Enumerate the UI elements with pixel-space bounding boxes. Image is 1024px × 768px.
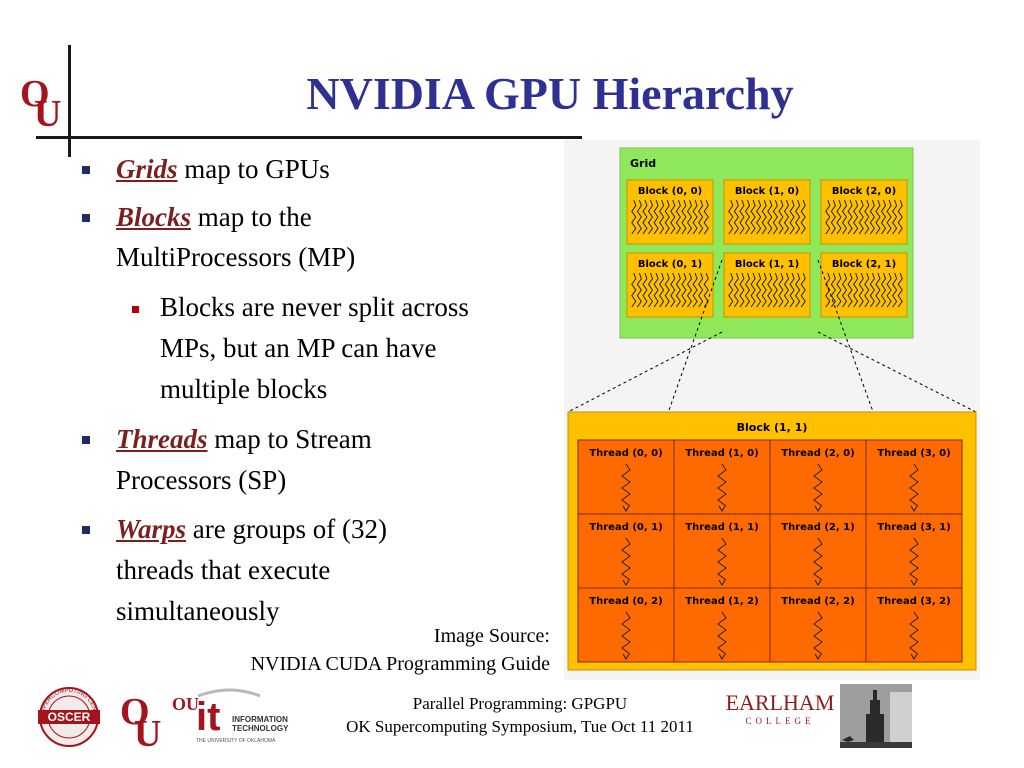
bullet-text: map to GPUs	[177, 154, 330, 184]
thread-label: Thread (3, 0)	[877, 448, 950, 459]
term-threads: Threads	[116, 424, 208, 454]
block-cell: Block (1, 0)	[723, 179, 811, 245]
svg-text:U: U	[134, 713, 161, 748]
skyline-image	[840, 684, 912, 748]
thread-cell: Thread (0, 2)	[577, 587, 675, 663]
block-cell: Block (2, 0)	[820, 179, 908, 245]
bullet-text: simultaneously	[116, 596, 280, 626]
footer-line-2: OK Supercomputing Symposium, Tue Oct 11 …	[346, 717, 694, 736]
slide-title: NVIDIA GPU Hierarchy	[306, 68, 794, 119]
bullet-blocks: Blocks map to the	[116, 198, 312, 237]
term-grids: Grids	[116, 154, 178, 184]
sub-bullet-text: MPs, but an MP can have	[160, 333, 437, 363]
footer: Parallel Programming: GPGPU OK Supercomp…	[300, 692, 740, 738]
block-label: Block (0, 1)	[638, 259, 702, 270]
thread-cell: Thread (1, 1)	[673, 513, 771, 589]
frame-horizontal-line	[36, 136, 582, 139]
earlham-text: EARLHAM	[726, 690, 835, 715]
block-label: Block (0, 0)	[638, 186, 702, 197]
thread-label: Thread (3, 1)	[877, 522, 950, 533]
source-label: Image Source:	[433, 625, 550, 647]
thread-label: Thread (1, 2)	[685, 596, 758, 607]
term-blocks: Blocks	[116, 202, 192, 232]
block-cell: Block (1, 1)	[723, 252, 811, 318]
thread-cell: Thread (2, 0)	[769, 439, 867, 515]
bullet-marker	[82, 436, 90, 444]
sub-bullet-text: Blocks are never split across	[160, 292, 469, 322]
thread-label: Thread (0, 0)	[589, 448, 662, 459]
thread-cell: Thread (3, 2)	[865, 587, 963, 663]
block-label: Block (1, 0)	[735, 186, 799, 197]
sub-bullet-marker	[132, 306, 139, 313]
sub-bullet-text: multiple blocks	[160, 374, 328, 404]
frame-vertical-line	[68, 45, 71, 157]
bullet-grids: Grids map to GPUs	[116, 150, 330, 189]
bullet-text: threads that execute	[116, 555, 331, 585]
thread-cell: Thread (1, 2)	[673, 587, 771, 663]
bullet-marker	[82, 214, 90, 222]
it-technology: TECHNOLOGY	[232, 724, 289, 733]
it-letters: it	[196, 695, 220, 739]
term-warps: Warps	[116, 514, 187, 544]
svg-text:O: O	[20, 73, 50, 115]
thread-label: Thread (2, 1)	[781, 522, 854, 533]
oscer-seal-logo: SUPERCOMPUTING CENTER OSCER	[24, 686, 100, 747]
bullet-text: map to the	[191, 202, 312, 232]
ou-logo-icon: O U	[20, 73, 61, 130]
svg-text:OU: OU	[172, 694, 199, 714]
thread-label: Thread (2, 0)	[781, 448, 854, 459]
earlham-college-logo: EARLHAM COLLEGE	[726, 690, 835, 726]
thread-cell: Thread (0, 0)	[577, 439, 675, 515]
thread-cell: Thread (2, 1)	[769, 513, 867, 589]
it-logo: OU it INFORMATION TECHNOLOGY THE UNIVERS…	[172, 688, 289, 744]
bullet-text: MultiProcessors (MP)	[116, 242, 356, 272]
svg-text:O: O	[120, 691, 150, 733]
image-source-caption: Image Source: NVIDIA CUDA Programming Gu…	[150, 622, 550, 678]
thread-label: Thread (2, 2)	[781, 596, 854, 607]
cuda-hierarchy-diagram: Grid Block (0, 0) Block (1, 0) Block (2, 0…	[564, 140, 980, 680]
ou-logo-small-icon: O U	[120, 691, 161, 748]
thread-label: Thread (0, 1)	[589, 522, 662, 533]
block-detail-label: Block (1, 1)	[737, 421, 808, 434]
thread-cell: Thread (3, 0)	[865, 439, 963, 515]
college-text: COLLEGE	[746, 716, 815, 726]
thread-cell: Thread (2, 2)	[769, 587, 867, 663]
bullet-threads: Threads map to Stream	[116, 420, 372, 459]
block-label: Block (2, 0)	[832, 186, 896, 197]
thread-cell: Thread (3, 1)	[865, 513, 963, 589]
it-university: THE UNIVERSITY OF OKLAHOMA	[196, 738, 276, 744]
bullet-marker	[82, 526, 90, 534]
footer-line-1: Parallel Programming: GPGPU	[412, 694, 628, 713]
thread-cell: Thread (1, 0)	[673, 439, 771, 515]
thread-label: Thread (1, 0)	[685, 448, 758, 459]
thread-group: Thread (0, 0) Thread (1, 0) Thread (2, 0) T…	[577, 439, 963, 663]
bullet-marker	[82, 166, 90, 174]
grid-label: Grid	[630, 157, 656, 170]
svg-text:U: U	[34, 93, 61, 130]
thread-cell: Thread (0, 1)	[577, 513, 675, 589]
source-reference: NVIDIA CUDA Programming Guide	[250, 653, 550, 675]
block-cell: Block (2, 1)	[820, 252, 908, 318]
block-cell: Block (0, 0)	[626, 179, 714, 245]
thread-label: Thread (0, 2)	[589, 596, 662, 607]
block-cell: Block (0, 1)	[626, 252, 714, 318]
connector-line	[567, 331, 723, 413]
block-label: Block (1, 1)	[735, 259, 799, 270]
thread-label: Thread (1, 1)	[685, 522, 758, 533]
it-information: INFORMATION	[232, 715, 288, 724]
oscer-text: OSCER	[48, 710, 91, 724]
block-label: Block (2, 1)	[832, 259, 896, 270]
bullet-text: are groups of (32)	[186, 514, 387, 544]
thread-label: Thread (3, 2)	[877, 596, 950, 607]
bullet-text: Processors (SP)	[116, 465, 287, 495]
bullet-warps: Warps are groups of (32)	[116, 510, 387, 549]
bullet-text: map to Stream	[207, 424, 372, 454]
